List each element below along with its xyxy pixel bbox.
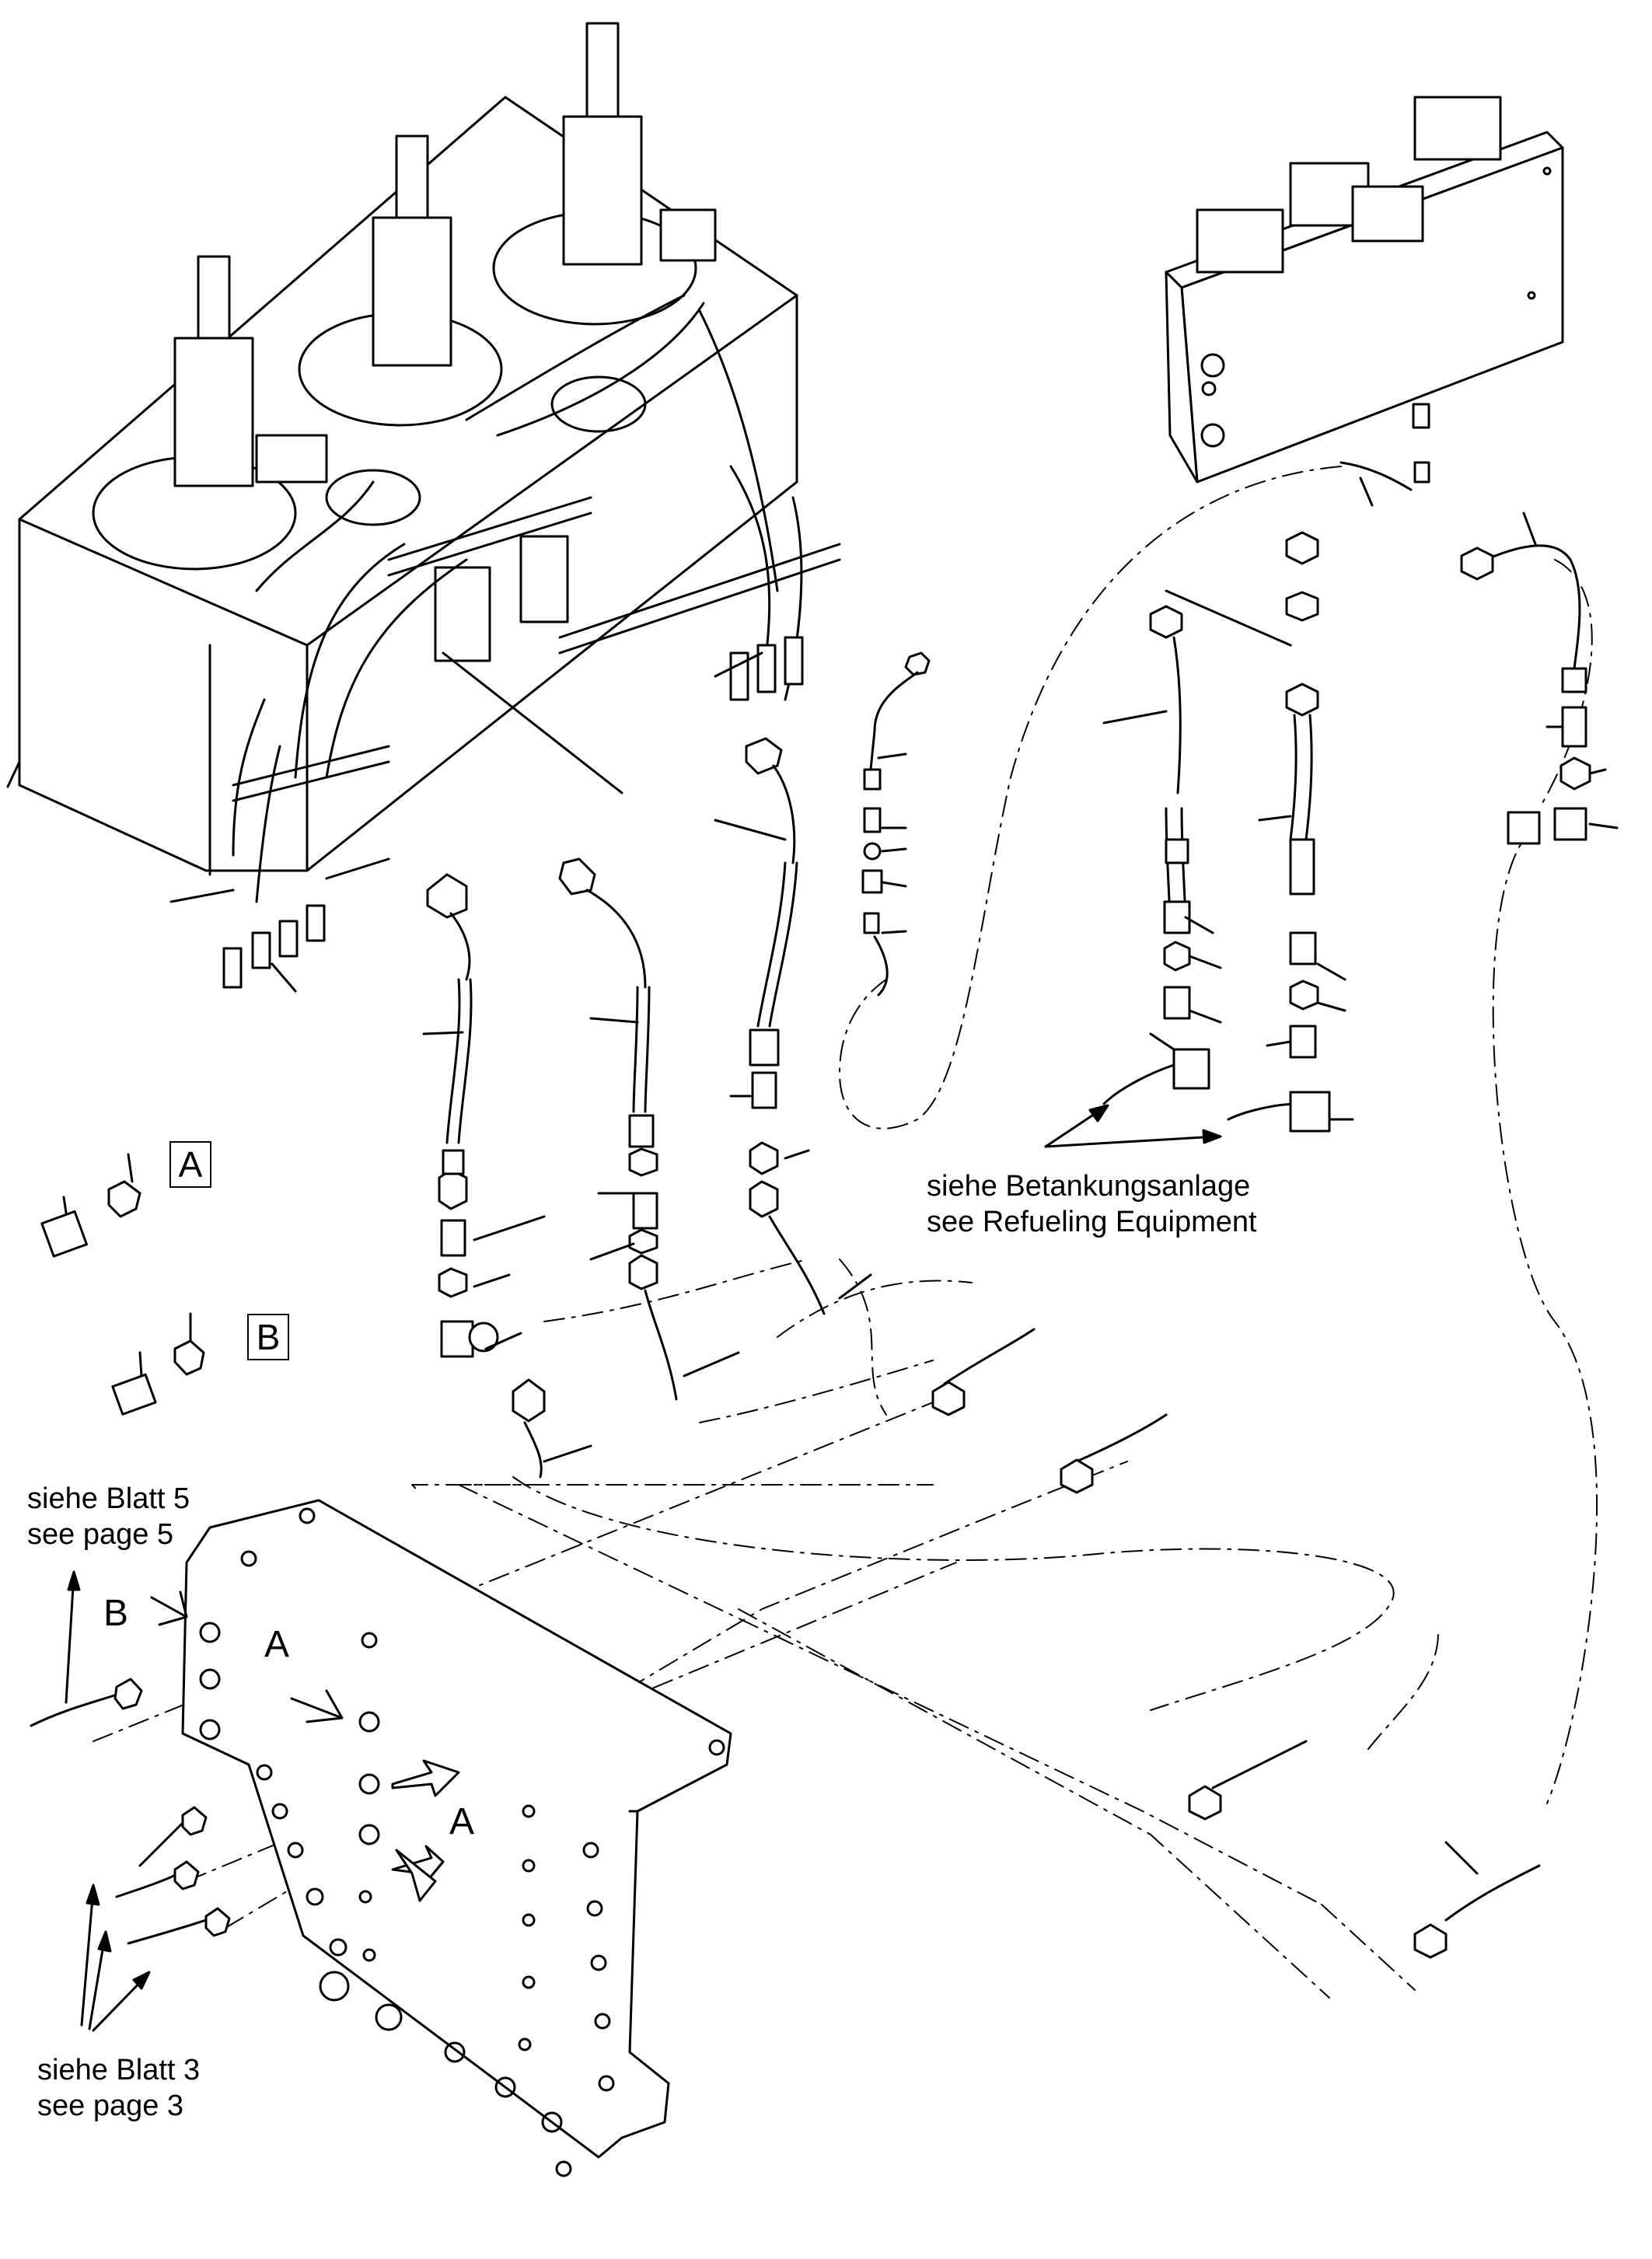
refueling-note: siehe Betankungsanlage see Refueling Equ… xyxy=(927,1168,1257,1240)
page3-note: siehe Blatt 3 see page 3 xyxy=(37,2052,200,2124)
refueling-arrows xyxy=(1044,1104,1222,1148)
page5-note-line1: siehe Blatt 5 xyxy=(27,1482,190,1515)
plate-holes xyxy=(199,1622,615,2177)
detail-label-a: A xyxy=(169,1141,211,1188)
plate-marker-b: B xyxy=(103,1593,129,1634)
hose-assemblies xyxy=(422,512,1619,1959)
page3-note-line2: see page 3 xyxy=(37,2090,184,2122)
fitting-b xyxy=(111,1312,205,1416)
plate-marker-a-upper: A xyxy=(264,1624,290,1665)
detail-label-b: B xyxy=(247,1314,289,1360)
page5-note-line2: see page 5 xyxy=(27,1518,174,1551)
valve-block xyxy=(1165,96,1564,507)
plate-marker-a-lower: A xyxy=(449,1801,475,1842)
hydraulic-tank-unit xyxy=(6,22,841,993)
page5-note: siehe Blatt 5 see page 5 xyxy=(27,1481,190,1552)
page3-note-line1: siehe Blatt 3 xyxy=(37,2054,201,2086)
fitting-a xyxy=(40,1153,141,1258)
refueling-note-line2: see Refueling Equipment xyxy=(927,1206,1257,1238)
mounting-plate xyxy=(30,1499,732,2177)
refueling-note-line1: siehe Betankungsanlage xyxy=(927,1170,1251,1203)
